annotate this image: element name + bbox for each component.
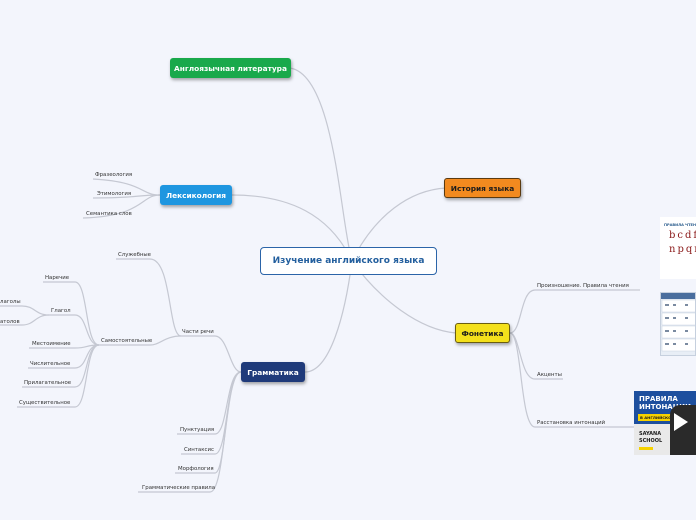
intonation-subtitle: В АНГЛИЙСКОМ — [638, 414, 678, 421]
topic-parts-of-speech[interactable]: Части речи — [182, 329, 214, 335]
topic-intonation[interactable]: Расстановка интонаций — [537, 420, 606, 426]
topic-verbs-partial[interactable]: лаголы — [0, 299, 21, 305]
intonation-brand-1: SAYANA — [639, 431, 662, 437]
reading-table-image[interactable] — [660, 292, 696, 356]
node-phonetics[interactable]: Фонетика — [455, 323, 510, 343]
intonation-video-thumbnail[interactable]: ПРАВИЛА ИНТОНАЦИИ В АНГЛИЙСКОМ SAYANA SC… — [634, 391, 696, 455]
connector-history — [351, 187, 447, 262]
connector-lexicology — [231, 194, 353, 262]
reading-table-grid — [661, 293, 695, 352]
topic-phraseology[interactable]: Фразеология — [95, 172, 133, 178]
reading-rules-image[interactable]: ПРАВИЛА ЧТЕНИЯ bcdf npqr — [660, 217, 696, 279]
connector-grammar — [304, 260, 353, 373]
play-icon[interactable] — [674, 413, 688, 431]
reading-rules-title: ПРАВИЛА ЧТЕНИЯ — [664, 223, 696, 227]
topic-syntax[interactable]: Синтаксис — [184, 447, 214, 453]
intonation-brand-2: SCHOOL — [639, 438, 663, 444]
connector-literature — [289, 67, 353, 262]
topic-function-words[interactable]: Служебные — [118, 252, 151, 258]
topic-etymology[interactable]: Этимология — [97, 191, 132, 197]
topic-noun[interactable]: Существительное — [19, 400, 71, 406]
topic-accents[interactable]: Акценты — [537, 372, 562, 378]
topic-semantics[interactable]: Семантика слов — [86, 211, 132, 217]
topic-punctuation[interactable]: Пунктуация — [180, 427, 215, 433]
topic-pronunciation[interactable]: Произношение. Правила чтения — [537, 283, 629, 289]
intonation-title-2: ИНТОНАЦИИ — [639, 403, 691, 411]
intonation-brand-bar — [639, 447, 653, 450]
reading-rules-letters-2: npqr — [669, 244, 696, 255]
node-grammar[interactable]: Грамматика — [241, 362, 305, 382]
topic-morphology[interactable]: Морфология — [178, 466, 214, 472]
node-history[interactable]: История языка — [444, 178, 521, 198]
topic-pronoun[interactable]: Местоимение — [32, 341, 71, 347]
topic-adverb[interactable]: Наречие — [45, 275, 70, 281]
reading-rules-letters-1: bcdf — [669, 230, 696, 241]
topic-numeral[interactable]: Числительное — [30, 361, 71, 367]
intonation-title-1: ПРАВИЛА — [639, 395, 678, 403]
topic-verb[interactable]: Глагол — [51, 308, 71, 314]
node-lexicology[interactable]: Лексикология — [160, 185, 232, 205]
topic-verbs-partial-2[interactable]: атолов — [0, 319, 20, 325]
topic-grammar-rules[interactable]: Грамматические правила — [142, 485, 216, 491]
central-topic[interactable]: Изучение английского языка — [260, 247, 437, 275]
topic-independent-words[interactable]: Самостоятельные — [101, 338, 153, 344]
node-literature[interactable]: Англоязычная литература — [170, 58, 291, 78]
topic-adjective[interactable]: Прилагательное — [24, 380, 72, 386]
